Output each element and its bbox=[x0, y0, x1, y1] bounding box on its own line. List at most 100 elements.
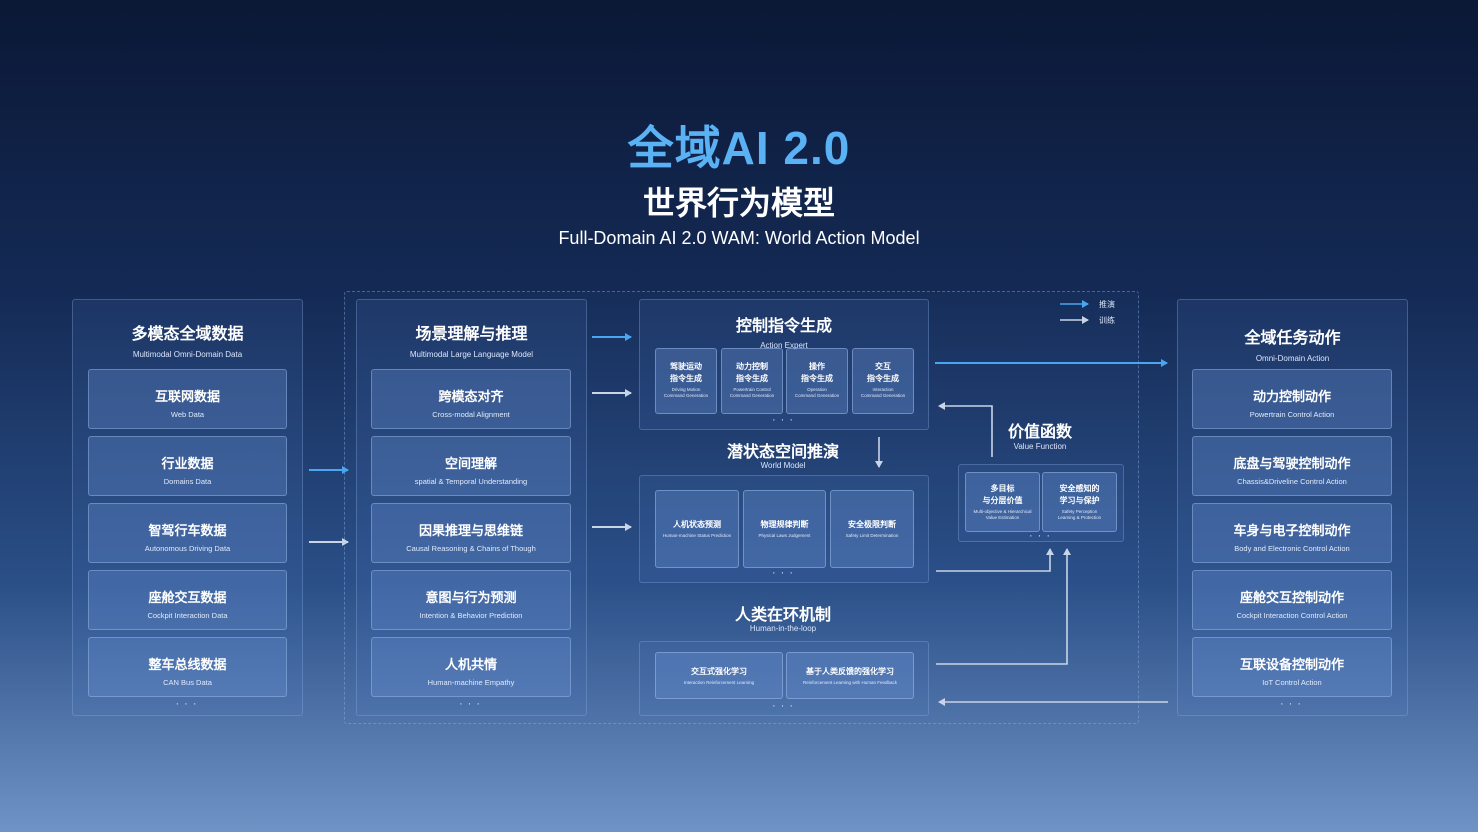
value-card-multiobjective: 多目标 与分层价值 Multi-objective & Hierarchical… bbox=[965, 472, 1040, 532]
value-function-subtitle: Value Function bbox=[1013, 442, 1067, 451]
card-subtitle: Domains Data bbox=[163, 477, 212, 486]
mini-card-title: 驾驶运动 指令生成 bbox=[670, 362, 702, 383]
card-title: 空间理解 bbox=[444, 456, 497, 471]
scene-column-subtitle: Multimodal Large Language Model bbox=[409, 350, 534, 359]
left-column-panel: 多模态全域数据 Multimodal Omni-Domain Data bbox=[72, 299, 303, 716]
mini-card-subtitle: Driving Motion Command Generation bbox=[663, 387, 709, 398]
value-card-safety: 安全感知的 学习与保护 Safety Perception Learning &… bbox=[1042, 472, 1117, 532]
data-card-driving: 智驾行车数据 Autonomous Driving Data bbox=[88, 503, 287, 563]
card-title: 行业数据 bbox=[161, 456, 214, 471]
value-function-title: 价值函数 bbox=[1007, 424, 1072, 441]
action-card-driving: 驾驶运动 指令生成 Driving Motion Command Generat… bbox=[655, 348, 717, 414]
mini-card-subtitle: Interaction Reinforcement Learning bbox=[683, 680, 755, 685]
world-card-status: 人机状态预测 Human-machine Status Prediction bbox=[655, 490, 739, 568]
scene-column-panel: 场景理解与推理 Multimodal Large Language Model bbox=[356, 299, 587, 716]
scene-card-spatial: 空间理解 spatial & Temporal Understanding bbox=[371, 436, 571, 496]
mini-card-title: 操作 指令生成 bbox=[801, 362, 833, 383]
mini-card-subtitle: Powertrain Control Command Generation bbox=[729, 387, 775, 398]
card-title: 整车总线数据 bbox=[148, 657, 227, 672]
left-column-more: · · · bbox=[175, 698, 198, 710]
card-subtitle: Body and Electronic Control Action bbox=[1234, 544, 1350, 553]
mini-card-title: 动力控制 指令生成 bbox=[736, 362, 768, 383]
data-card-web: 互联网数据 Web Data bbox=[88, 369, 287, 429]
arrow-value-to-action bbox=[938, 402, 993, 457]
mini-card-title: 安全感知的 学习与保护 bbox=[1059, 484, 1100, 505]
card-subtitle: CAN Bus Data bbox=[163, 678, 212, 687]
card-subtitle: Cockpit Interaction Control Action bbox=[1236, 611, 1348, 620]
card-subtitle: Autonomous Driving Data bbox=[144, 544, 231, 553]
english-title: Full-Domain AI 2.0 WAM: World Action Mod… bbox=[558, 228, 920, 248]
world-model-panel bbox=[639, 475, 929, 583]
mini-card-subtitle: Safety Perception Learning & Protection bbox=[1057, 509, 1102, 520]
card-subtitle: Causal Reasoning & Chains of Though bbox=[406, 544, 536, 553]
action-card-operation: 操作 指令生成 Operation Command Generation bbox=[786, 348, 848, 414]
card-title: 因果推理与思维链 bbox=[418, 523, 523, 538]
action-card-powertrain-control: 动力控制动作 Powertrain Control Action bbox=[1192, 369, 1392, 429]
human-loop-title: 人类在环机制 bbox=[734, 607, 831, 624]
card-subtitle: Chassis&Driveline Control Action bbox=[1237, 477, 1347, 486]
human-loop-more: · · · bbox=[771, 700, 795, 712]
card-title: 意图与行为预测 bbox=[425, 590, 517, 605]
right-column-title: 全域任务动作 bbox=[1244, 330, 1341, 347]
world-card-physics: 物理规律判断 Physical Laws Judgement bbox=[743, 490, 826, 568]
card-subtitle: Human-machine Empathy bbox=[427, 678, 515, 687]
card-subtitle: spatial & Temporal Understanding bbox=[414, 477, 528, 486]
mini-card-title: 交互 指令生成 bbox=[867, 362, 899, 383]
card-title: 底盘与驾驶控制动作 bbox=[1233, 456, 1351, 471]
scene-column-more: · · · bbox=[458, 698, 482, 710]
card-title: 动力控制动作 bbox=[1252, 389, 1331, 404]
mini-card-title: 安全极限判断 bbox=[848, 520, 896, 529]
mini-card-title: 物理规律判断 bbox=[760, 520, 809, 529]
card-subtitle: Intention & Behavior Prediction bbox=[419, 611, 523, 620]
mini-card-title: 人机状态预测 bbox=[673, 520, 721, 529]
mini-card-title: 多目标 与分层价值 bbox=[982, 484, 1023, 505]
mini-card-title: 基于人类反馈的强化学习 bbox=[806, 667, 894, 676]
action-expert-subtitle: Action Expert bbox=[760, 341, 808, 350]
card-title: 互联网数据 bbox=[154, 389, 220, 404]
mini-card-subtitle: Multi-objective & Hierarchical Value Est… bbox=[973, 509, 1032, 520]
world-card-safety: 安全极限判断 Safety Limit Determination bbox=[830, 490, 914, 568]
mini-card-subtitle: Physical Laws Judgement bbox=[758, 533, 811, 538]
card-title: 跨模态对齐 bbox=[438, 389, 504, 404]
card-title: 人机共情 bbox=[444, 657, 497, 672]
world-model-subtitle: World Model bbox=[760, 461, 806, 470]
mini-card-subtitle: Operation Command Generation bbox=[794, 387, 840, 398]
mini-card-subtitle: Human-machine Status Prediction bbox=[662, 533, 732, 538]
scene-card-causal: 因果推理与思维链 Causal Reasoning & Chains of Th… bbox=[371, 503, 571, 563]
page-subtitle: 世界行为模型 bbox=[642, 185, 835, 221]
arrow-human-to-value bbox=[936, 548, 1071, 665]
human-loop-panel bbox=[639, 641, 929, 716]
right-column-more: · · · bbox=[1279, 698, 1303, 710]
human-card-rlhf: 基于人类反馈的强化学习 Reinforcement Learning with … bbox=[786, 652, 914, 699]
scene-card-empathy: 人机共情 Human-machine Empathy bbox=[371, 637, 571, 697]
action-card-chassis: 底盘与驾驶控制动作 Chassis&Driveline Control Acti… bbox=[1192, 436, 1392, 496]
card-title: 智驾行车数据 bbox=[148, 523, 227, 538]
mini-card-subtitle: Safety Limit Determination bbox=[845, 533, 899, 538]
card-subtitle: IoT Control Action bbox=[1262, 678, 1322, 687]
action-expert-more: · · · bbox=[771, 414, 795, 426]
scene-column-title: 场景理解与推理 bbox=[415, 326, 528, 343]
card-subtitle: Powertrain Control Action bbox=[1249, 410, 1335, 419]
left-column-subtitle: Multimodal Omni-Domain Data bbox=[132, 350, 243, 359]
mini-card-subtitle: Interaction Command Generation bbox=[860, 387, 906, 398]
action-card-cockpit: 座舱交互控制动作 Cockpit Interaction Control Act… bbox=[1192, 570, 1392, 630]
card-subtitle: Web Data bbox=[170, 410, 205, 419]
page-title: 全域AI 2.0 bbox=[627, 122, 851, 174]
scene-card-intention: 意图与行为预测 Intention & Behavior Prediction bbox=[371, 570, 571, 630]
card-title: 车身与电子控制动作 bbox=[1233, 523, 1351, 538]
data-card-cockpit: 座舱交互数据 Cockpit Interaction Data bbox=[88, 570, 287, 630]
right-column-panel: 全域任务动作 Omni-Domain Action bbox=[1177, 299, 1408, 716]
action-expert-title: 控制指令生成 bbox=[735, 318, 832, 335]
value-function-more: · · · bbox=[1028, 530, 1052, 542]
card-subtitle: Cockpit Interaction Data bbox=[147, 611, 228, 620]
human-loop-subtitle: Human-in-the-loop bbox=[749, 624, 817, 633]
arrow-world-to-value bbox=[936, 548, 1054, 572]
legend-inference-label: 推演 bbox=[1099, 300, 1115, 309]
action-card-interaction: 交互 指令生成 Interaction Command Generation bbox=[852, 348, 914, 414]
action-card-body: 车身与电子控制动作 Body and Electronic Control Ac… bbox=[1192, 503, 1392, 563]
data-card-domains: 行业数据 Domains Data bbox=[88, 436, 287, 496]
action-expert-panel: 控制指令生成 Action Expert bbox=[639, 299, 929, 430]
data-card-canbus: 整车总线数据 CAN Bus Data bbox=[88, 637, 287, 697]
card-title: 互联设备控制动作 bbox=[1239, 657, 1344, 672]
